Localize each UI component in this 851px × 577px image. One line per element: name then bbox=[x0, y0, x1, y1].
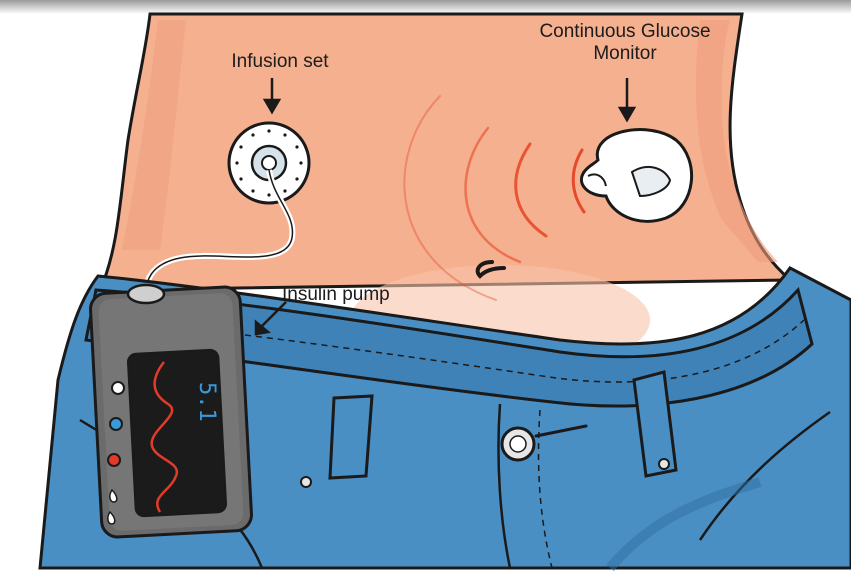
insulin-pump-label: Insulin pump bbox=[282, 284, 412, 306]
pump-button-white bbox=[112, 382, 124, 394]
cgm-label: Continuous Glucose Monitor bbox=[520, 21, 730, 65]
jeans-button bbox=[502, 428, 534, 460]
pump-screen bbox=[128, 350, 226, 516]
pump-button-red bbox=[108, 454, 120, 466]
pump-reading: 5.1 bbox=[171, 382, 217, 418]
infusion-set bbox=[229, 123, 309, 203]
frame-shadow bbox=[0, 0, 851, 14]
cgm-label-line1: Continuous Glucose bbox=[520, 21, 730, 43]
rivet-left bbox=[301, 477, 311, 487]
rivet-right bbox=[659, 459, 669, 469]
cgm-label-line2: Monitor bbox=[520, 43, 730, 65]
pump-button-blue bbox=[110, 418, 122, 430]
belt-loop-center bbox=[330, 396, 372, 478]
infusion-set-label: Infusion set bbox=[210, 51, 350, 73]
